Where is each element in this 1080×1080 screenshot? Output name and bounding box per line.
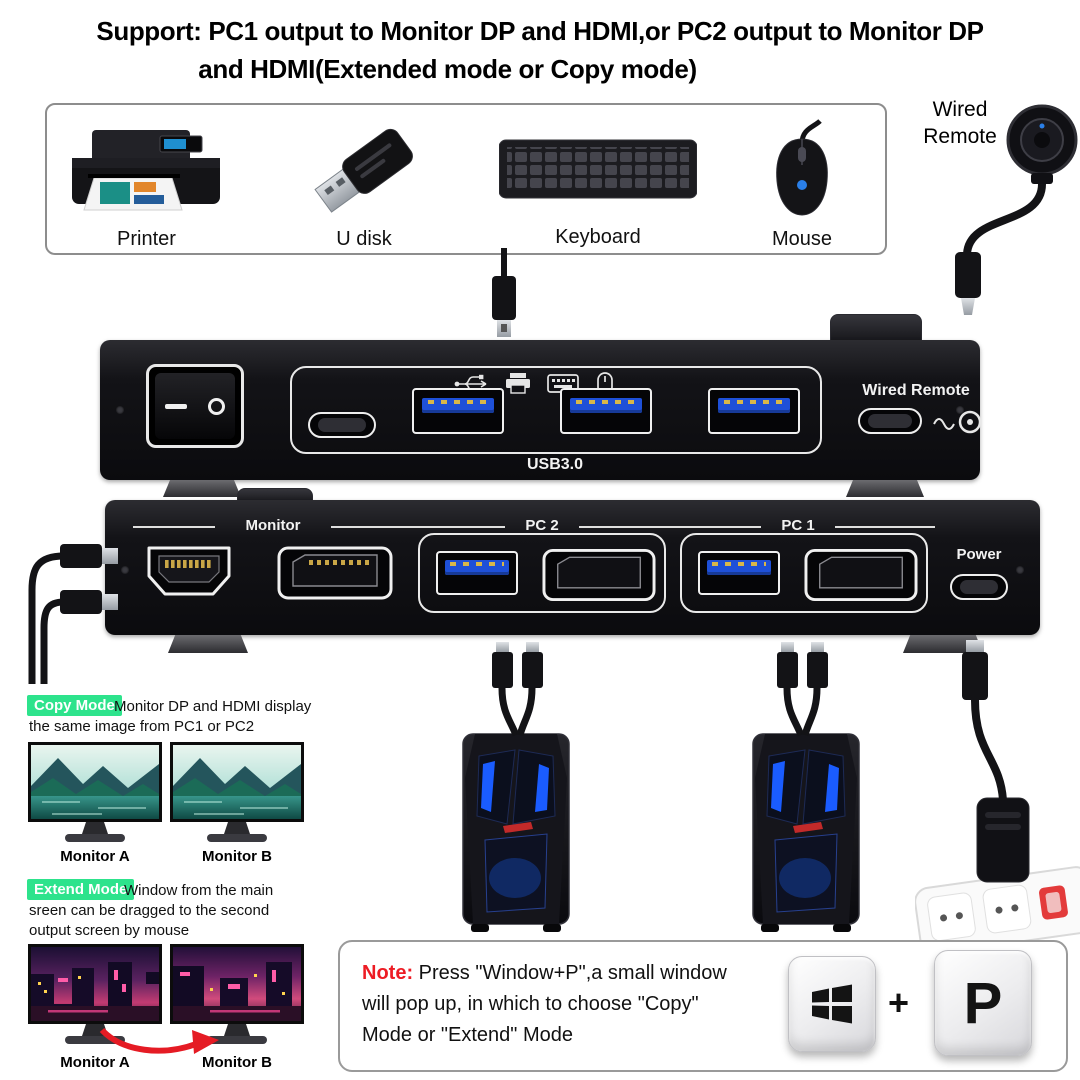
pc1-ports-region <box>680 533 928 613</box>
copy-monitor-a <box>28 742 162 842</box>
rear-wired-remote-label: Wired Remote <box>862 382 970 399</box>
front-pc1-label: PC 1 <box>781 517 815 534</box>
page-title-line2: and HDMI(Extended mode or Copy mode) <box>198 54 697 84</box>
mouse-label: Mouse <box>771 228 833 250</box>
copy-monitor-b <box>170 742 304 842</box>
usb3-port-1[interactable] <box>412 388 504 434</box>
extend-mode-line1: Window from the main <box>124 882 274 899</box>
note-line3: Mode or "Extend" Mode <box>362 1024 573 1046</box>
extend-monitor-b-label: Monitor B <box>202 1054 272 1071</box>
power-cable <box>962 640 1007 801</box>
printer-label: Printer <box>117 228 176 250</box>
rear-foot-right <box>846 480 924 497</box>
extend-mode-line3: output screen by mouse <box>29 922 190 939</box>
drag-arrow-icon <box>99 1027 219 1054</box>
monitor-dp-port[interactable] <box>277 546 393 600</box>
usb-cable-top <box>492 248 516 337</box>
copy-monitor-b-label: Monitor B <box>202 848 272 865</box>
rear-foot-left <box>163 480 241 497</box>
copy-mode-badge: Copy Mode <box>27 695 122 716</box>
printer-icon <box>506 373 530 394</box>
remote-jack-icon <box>933 410 982 434</box>
front-foot-right <box>903 635 983 653</box>
rocker-off-mark <box>207 397 225 415</box>
note-line2: will pop up, in which to choose "Copy" <box>362 993 699 1015</box>
usb3-port-2[interactable] <box>560 388 652 434</box>
copy-mode-line1: Monitor DP and HDMI display <box>114 698 312 715</box>
note-prefix: Note: <box>362 962 414 984</box>
extend-monitor-a-label: Monitor A <box>60 1054 130 1071</box>
extend-monitor-a <box>28 944 162 1044</box>
u-disk-image <box>314 128 413 213</box>
usb-c-port-rear[interactable] <box>308 412 376 438</box>
usb3-port-3[interactable] <box>708 388 800 434</box>
keyboard-image <box>499 139 697 199</box>
rear-ports-region <box>290 366 822 454</box>
mouse-image <box>776 119 828 216</box>
front-power-label: Power <box>956 546 1002 563</box>
peripherals-box: Printer U disk Keyboard <box>45 103 887 255</box>
windows-logo-icon <box>812 984 852 1024</box>
wired-remote-port[interactable] <box>858 408 922 434</box>
page-title-line1: Support: PC1 output to Monitor DP and HD… <box>96 16 984 46</box>
printer-image <box>72 130 220 211</box>
pc2-dp-port[interactable] <box>542 548 656 602</box>
hdmi-port[interactable] <box>143 542 235 600</box>
power-strip-image <box>915 797 1080 955</box>
rear-knob <box>830 314 922 344</box>
keyboard-label: Keyboard <box>555 226 641 248</box>
extend-mode-line2: sreen can be dragged to the second <box>29 902 270 919</box>
windows-keycap <box>788 956 876 1052</box>
front-pc2-label: PC 2 <box>525 517 559 534</box>
pc1-cables <box>777 642 828 737</box>
front-foot-left <box>168 635 248 653</box>
pc1-tower-image <box>752 733 860 932</box>
kvm-switch-front: Monitor PC 2 PC 1 <box>105 500 1040 635</box>
power-port[interactable] <box>950 574 1008 600</box>
pc2-usb-port[interactable] <box>436 551 518 595</box>
note-box: Note: Press "Window+P",a small window wi… <box>338 940 1068 1072</box>
p-keycap: P <box>934 950 1032 1056</box>
pc1-dp-port[interactable] <box>804 548 918 602</box>
extend-monitor-b <box>170 944 304 1044</box>
copy-monitor-a-label: Monitor A <box>60 848 130 865</box>
rocker-on-mark <box>165 403 188 409</box>
pc2-tower-image <box>462 733 570 932</box>
u-disk-label: U disk <box>336 228 392 250</box>
wired-remote-image <box>955 104 1078 315</box>
pc2-cables <box>492 642 543 737</box>
p-key-label: P <box>963 970 1003 1036</box>
kvm-switch-rear: USB3.0 Wired Remote <box>100 340 982 480</box>
copy-mode-line2: the same image from PC1 or PC2 <box>29 718 255 735</box>
front-monitor-label: Monitor <box>245 517 301 534</box>
extend-mode-monitors-image <box>28 944 304 1044</box>
wired-remote-callout-label: Wired Remote <box>923 98 997 148</box>
power-switch[interactable] <box>146 364 244 448</box>
plus-sign: + <box>888 982 910 1023</box>
copy-mode-monitors-image <box>28 742 304 842</box>
pc1-usb-port[interactable] <box>698 551 780 595</box>
extend-mode-badge: Extend Mode <box>27 879 135 900</box>
usb30-label: USB3.0 <box>526 456 584 473</box>
note-line1-text: Press "Window+P",a small window <box>413 962 727 984</box>
note-line1: Note: Press "Window+P",a small window <box>362 962 727 985</box>
pc2-ports-region <box>418 533 666 613</box>
monitor-cables <box>28 544 118 684</box>
